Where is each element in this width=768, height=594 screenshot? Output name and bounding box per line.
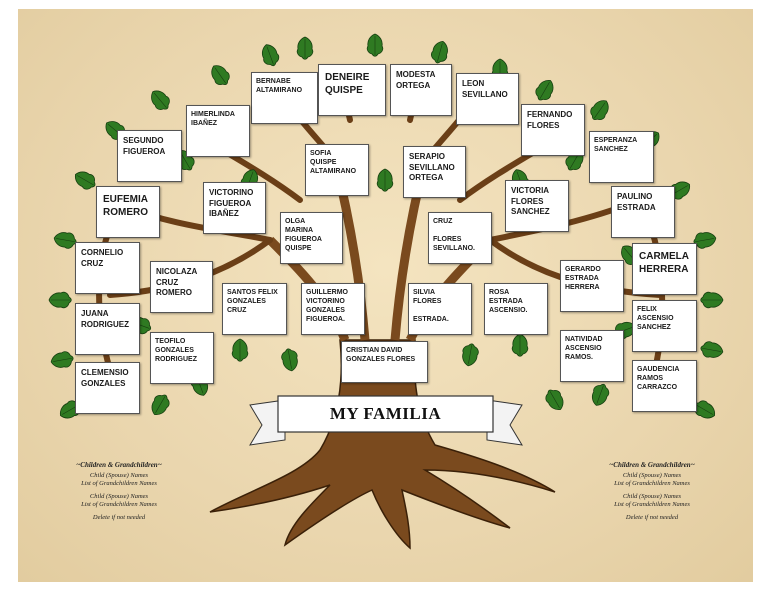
legend-line: Child (Spouse) Names: [89, 472, 149, 479]
member-carmela: CARMELA HERRERA: [632, 243, 697, 295]
member-bernabe: BERNABE ALTAMIRANO: [251, 72, 318, 124]
legend-line: List of Grandchildren Names: [81, 480, 157, 487]
member-modesta: MODESTA ORTEGA: [390, 64, 452, 116]
member-victorino: VICTORINO FIGUEROA IBAÑEZ: [203, 182, 266, 234]
member-gaudencia: GAUDENCIA RAMOS CARRAZCO: [632, 360, 697, 412]
member-fernando: FERNANDO FLORES: [521, 104, 585, 156]
member-silvia: SILVIA FLORES ESTRADA.: [408, 283, 472, 335]
member-sofia: SOFIA QUISPE ALTAMIRANO: [305, 144, 369, 196]
banner-title: MY FAMILIA: [329, 404, 442, 423]
member-gerardo: GERARDO ESTRADA HERRERA: [560, 260, 624, 312]
member-juana: JUANA RODRIGUEZ: [75, 303, 140, 355]
member-felix: FELIX ASCENSIO SANCHEZ: [632, 300, 697, 352]
member-teofilo: TEOFILO GONZALES RODRIGUEZ: [150, 332, 214, 384]
member-olga: OLGA MARINA FIGUEROA QUISPE: [280, 212, 343, 264]
legend-line: List of Grandchildren Names: [81, 501, 157, 508]
member-victoria: VICTORIA FLORES SANCHEZ: [505, 180, 569, 232]
member-natividad: NATIVIDAD ASCENSIO RAMOS.: [560, 330, 624, 382]
member-serapio: SERAPIO SEVILLANO ORTEGA: [403, 146, 466, 198]
member-leon: LEON SEVILLANO: [456, 73, 519, 125]
member-santos: SANTOS FELIX GONZALES CRUZ: [222, 283, 287, 335]
legend-line: Child (Spouse) Names: [622, 472, 682, 479]
legend-heading: ~Children & Grandchildren~: [76, 461, 162, 469]
member-segundo: SEGUNDO FIGUEROA: [117, 130, 182, 182]
legend-line: Delete if not needed: [625, 514, 679, 521]
member-esperanza: ESPERANZA SANCHEZ: [589, 131, 654, 183]
member-cornelio: CORNELIO CRUZ: [75, 242, 140, 294]
legend-line: List of Grandchildren Names: [614, 480, 690, 487]
member-clemensio: CLEMENSIO GONZALES: [75, 362, 140, 414]
member-cristian: CRISTIAN DAVID GONZALES FLORES: [341, 341, 428, 383]
member-eufemia: EUFEMIA ROMERO: [96, 186, 160, 238]
legend-line: Delete if not needed: [92, 514, 146, 521]
member-himerlinda: HIMERLINDA IBAÑEZ: [186, 105, 250, 157]
member-paulino: PAULINO ESTRADA: [611, 186, 675, 238]
member-cruz-flores: CRUZ FLORES SEVILLANO.: [428, 212, 492, 264]
legend-heading: ~Children & Grandchildren~: [609, 461, 695, 469]
legend-line: Child (Spouse) Names: [89, 493, 149, 500]
member-nicolaza: NICOLAZA CRUZ ROMERO: [150, 261, 213, 313]
member-deneire: DENEIRE QUISPE: [318, 64, 386, 116]
legend-line: Child (Spouse) Names: [622, 493, 682, 500]
legend-line: List of Grandchildren Names: [614, 501, 690, 508]
member-rosa: ROSA ESTRADA ASCENSIO.: [484, 283, 548, 335]
legend-right: ~Children & Grandchildren~ Child (Spouse…: [577, 461, 727, 522]
banner-ribbon: [249, 395, 523, 446]
member-guillermo: GUILLERMO VICTORINO GONZALES FIGUEROA.: [301, 283, 365, 335]
legend-left: ~Children & Grandchildren~ Child (Spouse…: [44, 461, 194, 522]
